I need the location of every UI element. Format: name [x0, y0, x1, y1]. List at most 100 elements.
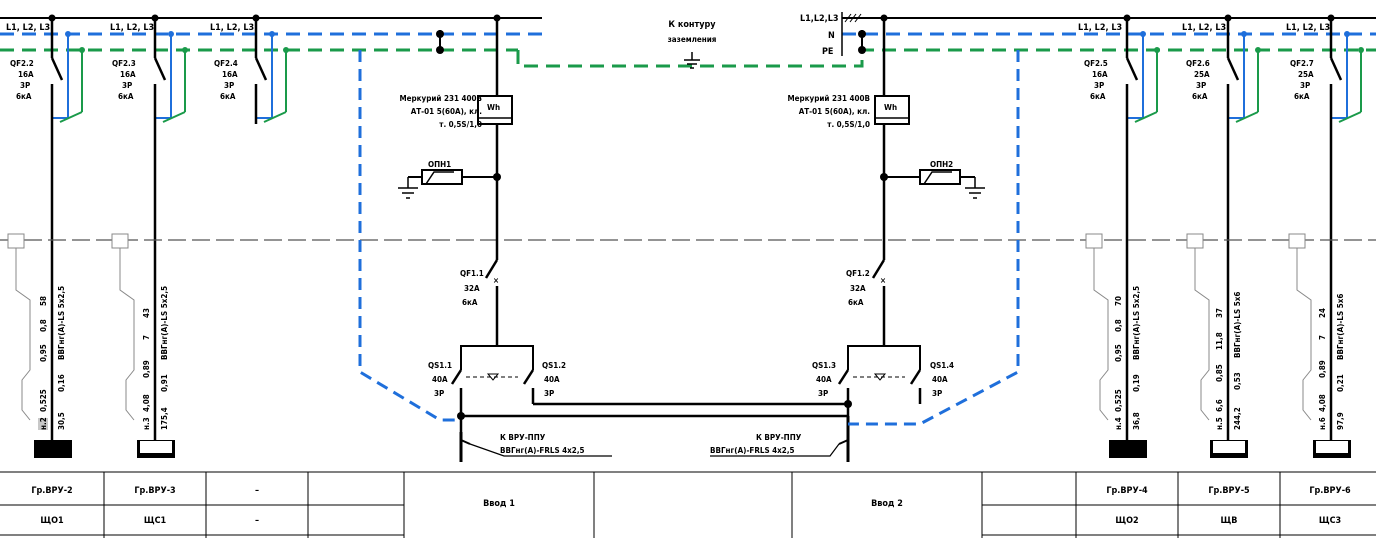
cable-type: ВВГнг(А)-LS 5х2,5	[160, 286, 169, 360]
earth-label-line2: заземления	[668, 35, 717, 44]
value-r3: 0,525	[1114, 389, 1123, 412]
feeder-qf2-6: L1, L2, L3 QF2.6 25A 3P 6кА	[1182, 14, 1261, 458]
pe-label: PE	[822, 47, 833, 57]
value-r6: 0,53	[1233, 372, 1242, 390]
meter-line2: АТ-01 5(60А), кл.	[799, 107, 870, 116]
main-phases-label: L1,L2,L3	[800, 14, 839, 24]
cable-labels: н.2 0,525 0,95 0,8 58 30,5 0,16 ВВГнг(А)…	[15, 248, 1345, 430]
value-r1b: 11,8	[1215, 332, 1224, 350]
value-r5: 36,8	[1132, 412, 1141, 430]
cable-label-left-1: н.2 0,525 0,95 0,8 58 30,5 0,16 ВВГнг(А)…	[38, 286, 66, 430]
value-r1: 24	[1318, 308, 1327, 318]
breaker-current: 16A	[120, 70, 136, 79]
right-feeders: L1, L2, L3 QF2.5 16A 3P 6кА L1, L2, L3	[858, 14, 1364, 458]
boundary-markers	[7, 233, 1306, 249]
input-breaker-ka: 6кА	[462, 298, 478, 307]
value-r6: 0,91	[160, 374, 169, 392]
pe-bus	[0, 48, 1376, 68]
meter-symbol: Wh	[487, 103, 500, 112]
feeder-qf2-4: L1, L2, L3 QF2.4 16A 3P 6кА	[210, 14, 289, 124]
switch-current: 40A	[932, 375, 948, 384]
value-r1b: 7	[142, 335, 151, 340]
value-r2: 0,89	[142, 360, 151, 378]
cable-type: ВВГнг(А)-LS 5х2,5	[57, 286, 66, 360]
value-r6: 0,16	[57, 374, 66, 392]
switch-poles: 3P	[818, 389, 828, 398]
breaker-poles: 3P	[224, 81, 234, 90]
breaker-name: QF2.2	[10, 59, 34, 68]
value-r3: 6,6	[1215, 399, 1224, 412]
input-breaker-current: 32A	[850, 284, 866, 293]
value-r1: 37	[1215, 308, 1224, 318]
cable-label-left-2: н.3 4,08 0,89 7 43 175,4 0,91 ВВГнг(А)-L…	[142, 286, 169, 430]
output-line1: К ВРУ-ППУ	[500, 433, 546, 442]
switch-current: 40A	[816, 375, 832, 384]
cable-type: ВВГнг(А)-LS 5х2,5	[1132, 286, 1141, 360]
value-r5: 244,2	[1233, 407, 1242, 430]
phase-label: L1, L2, L3	[1286, 23, 1330, 33]
breaker-ka: 6кА	[1192, 92, 1208, 101]
value-r3: 4,08	[142, 394, 151, 412]
cable-label-right-1: н.4 0,525 0,95 0,8 70 36,8 0,19 ВВГнг(А)…	[1114, 286, 1141, 430]
value-r5: 97,9	[1336, 412, 1345, 430]
table-cell-r2-c1: ЩО1	[40, 516, 64, 526]
value-r1b: 0,8	[1114, 319, 1123, 332]
switch-name: QS1.4	[930, 361, 954, 370]
load-name: н.2	[39, 417, 48, 430]
breaker-ka: 6кА	[1294, 92, 1310, 101]
value-r5: 175,4	[160, 407, 169, 430]
load-name: н.4	[1114, 417, 1123, 430]
switch-name: QS1.2	[542, 361, 566, 370]
breaker-poles: 3P	[1300, 81, 1310, 90]
table-cell-r2-c7: ЩС3	[1319, 516, 1341, 526]
table-input-1: Ввод 1	[483, 499, 515, 509]
value-r1b: 7	[1318, 335, 1327, 340]
load-name: н.6	[1318, 417, 1327, 430]
value-r2: 0,85	[1215, 364, 1224, 382]
breaker-current: 16A	[222, 70, 238, 79]
value-r5: 30,5	[57, 412, 66, 430]
breaker-current: 16A	[18, 70, 34, 79]
table-cell-r1-c1: Гр.ВРУ-2	[31, 486, 72, 496]
breaker-poles: 3P	[1094, 81, 1104, 90]
breaker-poles: 3P	[122, 81, 132, 90]
switch-name: QS1.3	[812, 361, 836, 370]
input-2: Wh Меркурий 231 400В АТ-01 5(60А), кл. т…	[710, 14, 985, 462]
table-input-2: Ввод 2	[871, 499, 903, 509]
cable-label-right-2: н.5 6,6 0,85 11,8 37 244,2 0,53 ВВГнг(А)…	[1215, 292, 1242, 430]
breaker-ka: 6кА	[118, 92, 134, 101]
left-feeders: L1, L2, L3 QF2.2 16A 3P 6кА L1, L2, L3	[6, 14, 444, 458]
feeder-qf2-7: L1, L2, L3 QF2.7 25A 3P 6кА	[1286, 14, 1364, 458]
load-name: н.5	[1215, 417, 1224, 430]
table-cell-r1-c6: Гр.ВРУ-5	[1208, 486, 1250, 496]
ground-icon	[684, 52, 700, 69]
meter-line2: АТ-01 5(60А), кл.	[411, 107, 482, 116]
switch-poles: 3P	[932, 389, 942, 398]
meter-line3: т. 0,5S/1,0	[439, 120, 482, 129]
switch-poles: 3P	[434, 389, 444, 398]
breaker-current: 25A	[1298, 70, 1314, 79]
cable-label-right-3: н.6 4,08 0,89 7 24 97,9 0,21 ВВГнг(А)-LS…	[1318, 294, 1345, 430]
table-cell-r1-c3: –	[255, 486, 259, 496]
phase-label: L1, L2, L3	[1182, 23, 1226, 33]
phase-label: L1, L2, L3	[110, 23, 154, 33]
value-r6: 0,21	[1336, 374, 1345, 392]
phase-label: L1, L2, L3	[210, 23, 254, 33]
table-cell-r2-c6: ЩВ	[1221, 516, 1238, 526]
breaker-name: QF2.6	[1186, 59, 1210, 68]
cross-mark: ×	[493, 276, 499, 285]
load-name: н.3	[142, 417, 151, 430]
breaker-name: QF2.4	[214, 59, 238, 68]
bottom-table: Гр.ВРУ-2 Гр.ВРУ-3 – Гр.ВРУ-4 Гр.ВРУ-5 Гр…	[0, 471, 1376, 538]
breaker-poles: 3P	[1196, 81, 1206, 90]
value-r1: 43	[142, 308, 151, 318]
feeder-qf2-5: L1, L2, L3 QF2.5 16A 3P 6кА	[1078, 14, 1160, 458]
value-r3: 4,08	[1318, 394, 1327, 412]
feeder-qf2-3: L1, L2, L3 QF2.3 16A 3P 6кА	[110, 14, 188, 458]
breaker-ka: 6кА	[220, 92, 236, 101]
breaker-ka: 6кА	[1090, 92, 1106, 101]
phase-label: L1, L2, L3	[6, 23, 50, 33]
input-breaker-current: 32A	[464, 284, 480, 293]
earth-label: К контуру заземления	[668, 20, 717, 69]
